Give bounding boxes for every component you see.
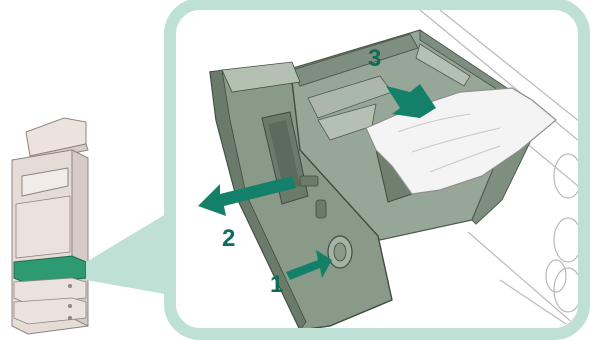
step-2-label: 2: [222, 225, 235, 252]
step-1-label: 1: [270, 271, 283, 298]
callout-pointer: [86, 208, 176, 296]
multifunction-printer-icon: [12, 118, 88, 334]
step-3-label: 3: [368, 45, 381, 72]
